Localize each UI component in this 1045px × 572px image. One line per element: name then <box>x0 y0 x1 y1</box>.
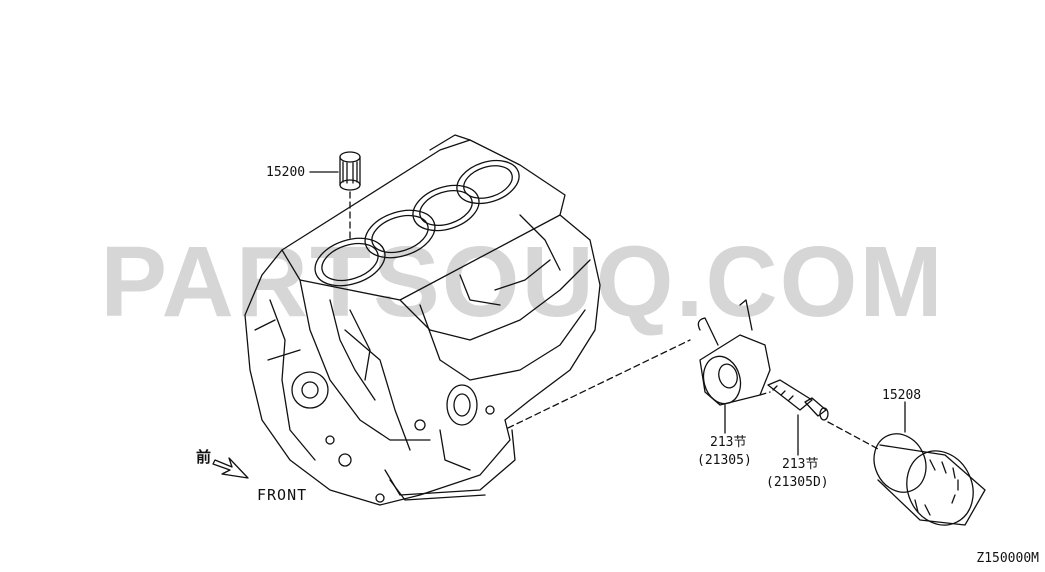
engine-block <box>244 134 601 506</box>
front-arrow-icon <box>212 457 249 479</box>
part-21305-illustration <box>697 299 771 434</box>
part-label-21305-alt: (21305) <box>697 453 752 468</box>
part-label-15208[interactable]: 15208 <box>882 388 922 403</box>
part-21305D-illustration <box>767 379 829 456</box>
part-label-21305D-alt: (21305D) <box>766 475 829 490</box>
part-label-21305[interactable]: 213节 <box>710 435 747 450</box>
front-label: FRONT <box>257 486 308 504</box>
leader-lines <box>349 191 881 451</box>
watermark: PARTSOUQ.COM <box>100 226 945 338</box>
part-label-15200[interactable]: 15200 <box>266 165 306 180</box>
front-kanji: 前 <box>196 448 212 466</box>
part-label-21305D[interactable]: 213节 <box>782 457 819 472</box>
part-15200-illustration <box>309 151 361 191</box>
diagram-reference: Z150000M <box>976 551 1039 566</box>
part-15208-illustration <box>873 401 986 526</box>
